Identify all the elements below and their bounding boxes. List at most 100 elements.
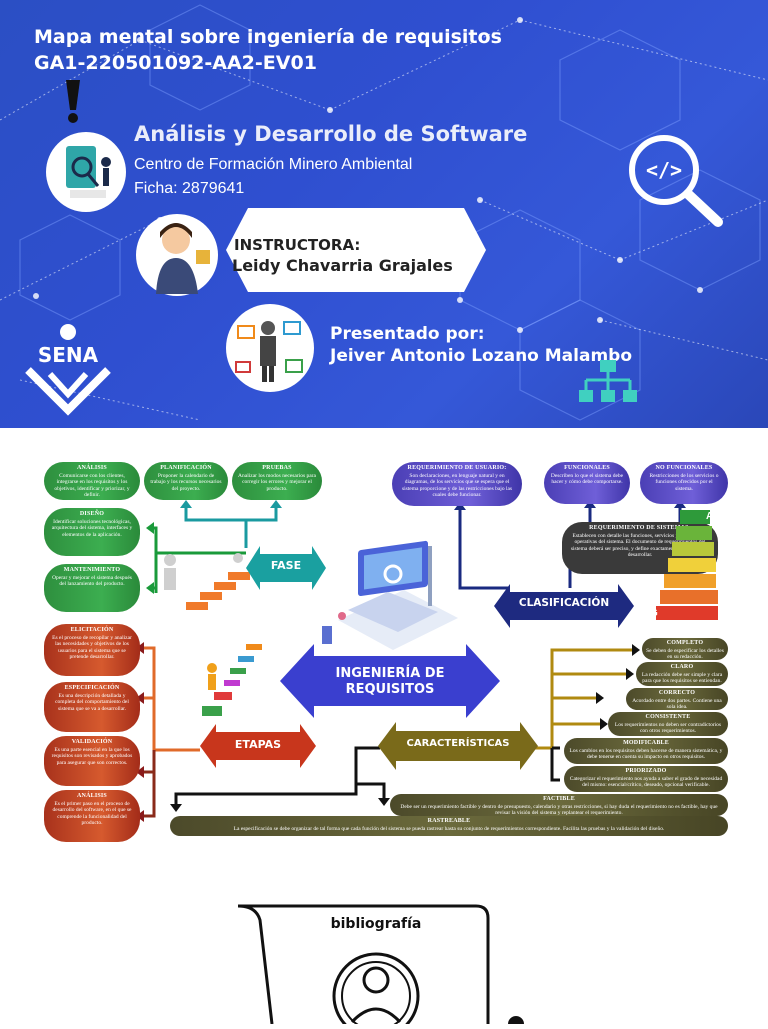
instructor-hexagon xyxy=(226,208,486,292)
program-name: Análisis y Desarrollo de Software xyxy=(134,122,528,146)
etapa-validacion: VALIDACIÓN Es una parte esencial en la q… xyxy=(44,736,140,786)
sena-logo: SENA xyxy=(20,322,116,418)
instructor-label: INSTRUCTORA: xyxy=(234,236,361,254)
etapa-elicitacion: ELICITACIÓN Es el proceso de recopilar y… xyxy=(44,624,140,676)
alert-icon xyxy=(58,80,88,131)
clasificacion-no-funcionales: NO FUNCIONALES Restricciones de los serv… xyxy=(640,462,728,504)
caracteristica-modificable-text: Los cambios en los requisitos deben hace… xyxy=(569,747,723,761)
caracteristica-correcto-text: Acordado entre dos partes. Contiene una … xyxy=(632,697,722,711)
fase-diseno-text: Identificar soluciones tecnológicas, arq… xyxy=(51,518,133,538)
center-illustration xyxy=(318,540,468,658)
requirements-illustration xyxy=(46,132,126,212)
center-title-line2: REQUISITOS xyxy=(345,682,435,697)
fase-pruebas-text: Analizar los modos necesarios para corre… xyxy=(238,472,316,492)
fase-mantenimiento-text: Operar y mejorar el sistema después del … xyxy=(52,574,132,588)
clasificacion-no-funcionales-title: NO FUNCIONALES xyxy=(655,465,713,471)
caracteristica-consistente: CONSISTENTE Los requerimientos no deben … xyxy=(608,712,728,736)
clasificacion-usuario-text: Son declaraciones, en lenguaje natural y… xyxy=(401,472,513,499)
climbing-steps-illustration xyxy=(192,642,272,720)
etapa-especificacion-title: ESPECIFICACIÓN xyxy=(64,685,120,691)
fase-pruebas: PRUEBAS Analizar los modos necesarios pa… xyxy=(232,462,322,500)
student-avatar xyxy=(226,304,314,392)
code-search-icon: </> xyxy=(622,130,732,235)
fase-pruebas-title: PRUEBAS xyxy=(262,465,292,471)
caracteristica-rastreable-text: La especificación se debe organizar de t… xyxy=(233,825,665,832)
fase-analisis: ANÁLISIS Comunicarse con los clientes, i… xyxy=(44,462,140,500)
caracteristica-claro-text: La redacción debe ser simple y clara par… xyxy=(641,671,723,685)
fase-label: FASE xyxy=(270,559,302,572)
fase-planificacion-title: PLANIFICACIÓN xyxy=(160,465,212,471)
clasificacion-funcionales-text: Describen lo que el sistema debe hacer y… xyxy=(550,472,624,486)
caracteristicas-label: CARACTERÍSTICAS xyxy=(406,738,510,749)
fase-analisis-text: Comunicarse con los clientes, integrarse… xyxy=(54,472,130,499)
caracteristica-factible-text: Debe ser un requerimiento factible y den… xyxy=(400,803,718,817)
caracteristica-factible: FACTIBLE Debe ser un requerimiento facti… xyxy=(390,794,728,816)
etapa-analisis: ANÁLISIS Es el primer paso en el proceso… xyxy=(44,790,140,842)
etapa-elicitacion-text: Es el proceso de recopilar y analizar la… xyxy=(52,634,132,661)
caracteristica-modificable-title: MODIFICABLE xyxy=(623,740,669,746)
caracteristica-completo-text: Se deben de especificar los detalles en … xyxy=(646,647,724,661)
caracteristica-priorizado: PRIORIZADO Categorizar el requerimiento … xyxy=(564,766,728,792)
bibliography-scroll: bibliografía xyxy=(226,900,536,1029)
energy-letter-g: G xyxy=(650,608,658,619)
fase-planificacion-text: Proponer la calendario de trabajo y los … xyxy=(150,472,222,492)
scroll-outline xyxy=(237,904,524,1029)
etapa-validacion-title: VALIDACIÓN xyxy=(71,739,113,745)
hierarchy-icon xyxy=(578,358,638,413)
caracteristica-completo: COMPLETO Se deben de especificar los det… xyxy=(642,638,728,660)
etapas-arrow xyxy=(200,724,316,768)
etapa-elicitacion-title: ELICITACIÓN xyxy=(70,627,114,633)
caracteristica-consistente-text: Los requerimientos no deben ser contradi… xyxy=(614,721,722,735)
caracteristica-consistente-title: CONSISTENTE xyxy=(645,714,691,720)
instructor-avatar xyxy=(136,214,218,296)
presented-by-label: Presentado por: xyxy=(330,324,485,344)
stairs-illustration xyxy=(156,550,252,616)
fase-planificacion: PLANIFICACIÓN Proponer la calendario de … xyxy=(144,462,228,500)
student-name: Jeiver Antonio Lozano Malambo xyxy=(330,346,633,366)
code-symbol: </> xyxy=(646,158,682,182)
caracteristica-claro: CLARO La redacción debe ser simple y cla… xyxy=(636,662,728,686)
mind-map: ANÁLISIS Comunicarse con los clientes, i… xyxy=(0,428,768,868)
fase-mantenimiento-title: MANTENIMIENTO xyxy=(63,567,121,573)
fase-analisis-title: ANÁLISIS xyxy=(77,465,107,471)
caracteristicas-arrow xyxy=(378,722,538,770)
bibliography-title: bibliografía xyxy=(330,916,422,932)
caracteristica-modificable: MODIFICABLE Los cambios en los requisito… xyxy=(564,738,728,764)
energy-rating-bars: A G xyxy=(650,508,730,628)
page-title-line2: GA1-220501092-AA2-EV01 xyxy=(34,52,317,74)
caracteristica-claro-title: CLARO xyxy=(670,664,694,670)
caracteristica-priorizado-title: PRIORIZADO xyxy=(625,768,667,774)
clasificacion-funcionales-title: FUNCIONALES xyxy=(564,465,610,471)
etapa-validacion-text: Es una parte esencial en la que los requ… xyxy=(51,746,133,766)
etapa-especificacion-text: Es una descripción detallada y completa … xyxy=(55,692,129,712)
clasificacion-usuario: REQUERIMIENTO DE USUARIO: Son declaracio… xyxy=(392,462,522,506)
clasificacion-label: CLASIFICACIÓN xyxy=(518,597,610,609)
ficha-number: Ficha: 2879641 xyxy=(134,180,245,197)
center-title-line1: INGENIERÍA DE xyxy=(335,666,445,681)
page-title-line1: Mapa mental sobre ingeniería de requisit… xyxy=(34,26,502,48)
clasificacion-funcionales: FUNCIONALES Describen lo que el sistema … xyxy=(544,462,630,504)
etapa-analisis-text: Es el primer paso en el proceso de desar… xyxy=(52,800,132,827)
caracteristica-correcto: CORRECTO Acordado entre dos partes. Cont… xyxy=(626,688,728,710)
caracteristica-completo-title: COMPLETO xyxy=(666,640,704,646)
caracteristica-factible-title: FACTIBLE xyxy=(543,796,575,802)
sena-logo-text: SENA xyxy=(38,343,99,367)
caracteristica-priorizado-text: Categorizar el requerimiento nos ayuda a… xyxy=(569,775,723,789)
caracteristica-rastreable-title: RASTREABLE xyxy=(427,818,471,824)
caracteristica-rastreable: RASTREABLE La especificación se debe org… xyxy=(170,816,728,836)
clasificacion-arrow xyxy=(494,584,634,628)
etapas-label: ETAPAS xyxy=(234,738,282,751)
center-title: INGENIERÍA DE REQUISITOS xyxy=(310,666,470,698)
instructor-name: Leidy Chavarria Grajales xyxy=(232,256,453,275)
fase-arrow xyxy=(246,546,326,590)
fase-diseno: DISEÑO Identificar soluciones tecnológic… xyxy=(44,508,140,556)
clasificacion-sistema-title: REQUERIMIENTO DE SISTEMAS: xyxy=(589,525,691,531)
etapa-especificacion: ESPECIFICACIÓN Es una descripción detall… xyxy=(44,682,140,732)
clasificacion-no-funcionales-text: Restricciones de los servicios o funcion… xyxy=(649,472,719,492)
caracteristica-correcto-title: CORRECTO xyxy=(658,690,696,696)
clasificacion-sistema-text: Establecen con detalle las funciones, se… xyxy=(570,532,710,559)
energy-letter-a: A xyxy=(706,511,714,522)
clasificacion-usuario-title: REQUERIMIENTO DE USUARIO: xyxy=(407,465,507,471)
header-banner: Mapa mental sobre ingeniería de requisit… xyxy=(0,0,768,428)
fase-diseno-title: DISEÑO xyxy=(79,511,105,517)
